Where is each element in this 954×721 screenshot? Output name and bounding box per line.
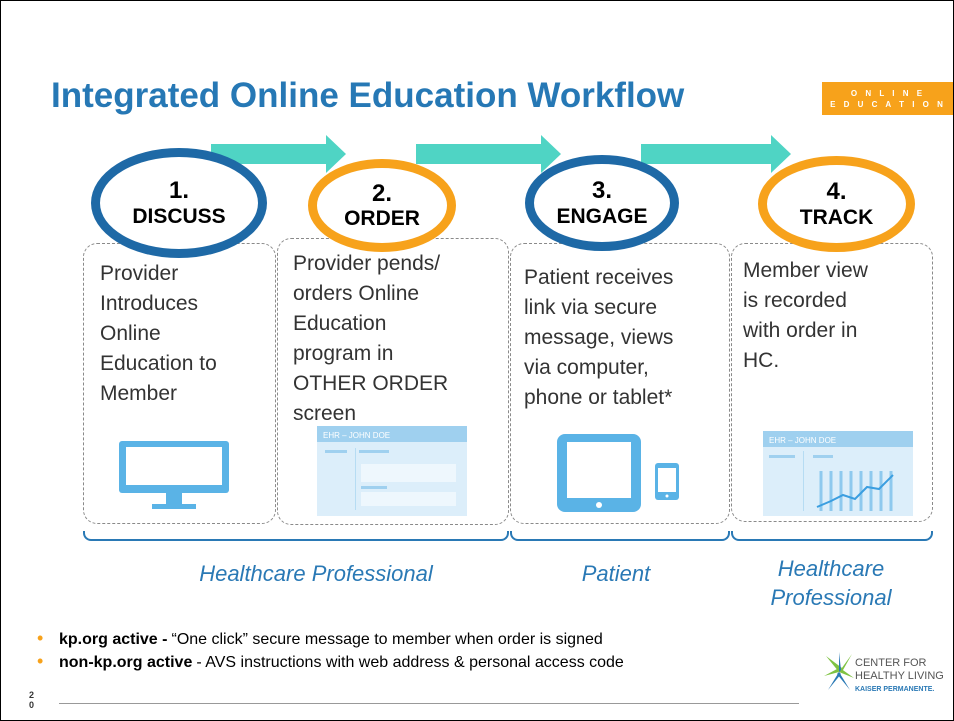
step-ring-discuss: 1. DISCUSS (91, 148, 267, 258)
description-line: Member view (743, 259, 868, 282)
logo-text: CENTER FOR HEALTHY LIVING (855, 657, 944, 683)
description-line: OTHER ORDER (293, 372, 449, 395)
online-education-badge: O N L I N E E D U C A T I O N (822, 82, 953, 115)
description-line: orders Online (293, 282, 420, 305)
step-label: ENGAGE (556, 204, 648, 228)
ehr-track-screen-label: EHR – JOHN DOE (769, 436, 836, 445)
badge-line-2: E D U C A T I O N (830, 99, 946, 109)
slide-title: Integrated Online Education Workflow (51, 76, 685, 115)
step-ring-track: 4. TRACK (758, 156, 915, 252)
description-line: link via secure (524, 296, 658, 319)
description-line: phone or tablet* (524, 386, 673, 409)
group-brace-healthcare-professional (83, 531, 509, 541)
group-label-healthcare-professional: Healthcare Professional (199, 561, 433, 586)
description-line: screen (293, 402, 357, 425)
center-for-healthy-living-logo: CENTER FOR HEALTHY LIVING KAISER PERMANE… (822, 644, 952, 712)
description-line: is recorded (743, 289, 847, 312)
logo-line: HEALTHY LIVING (855, 670, 944, 682)
description-line: Member (100, 382, 178, 405)
bullet-item: • non-kp.org active - AVS instructions w… (37, 651, 624, 674)
description-line: program in (293, 342, 394, 365)
group-label-patient: Patient (581, 561, 651, 586)
arrow-order-to-engage (416, 135, 561, 173)
step-label: DISCUSS (132, 204, 226, 228)
description-line: Introduces (100, 292, 199, 315)
monitor-icon (119, 441, 229, 509)
bullet-text: “One click” secure message to member whe… (171, 631, 603, 648)
description-line: Provider (100, 262, 179, 285)
step-number: 4. (826, 178, 847, 206)
description-line: Online (100, 322, 161, 345)
step-ring-order: 2. ORDER (308, 159, 456, 252)
bullet-list: • kp.org active - “One click” secure mes… (37, 628, 624, 674)
description-line: Education to (100, 352, 217, 375)
bullet-bold: kp.org active - (59, 631, 168, 648)
bullet-dot-icon: • (37, 628, 44, 648)
bullet-dot-icon: • (37, 651, 44, 671)
step-description-track: Member view is recorded with order in HC… (743, 256, 868, 376)
description-line: with order in (743, 319, 858, 342)
page-number-digit: 0 (29, 700, 35, 710)
arrow-discuss-to-order (211, 135, 346, 173)
bullet-text: - AVS instructions with web address & pe… (196, 654, 624, 671)
kaiser-permanente-wordmark: KAISER PERMANENTE. (855, 686, 935, 693)
description-line: Patient receives (524, 266, 674, 289)
step-description-order: Provider pends/ orders Online Education … (293, 249, 448, 429)
tablet-phone-icon (557, 434, 679, 512)
ehr-screen-icon: EHR – JOHN DOE (317, 426, 467, 516)
group-label-healthcare-professional-2: Healthcare Professional (741, 554, 921, 612)
step-number: 1. (168, 177, 189, 205)
footer-divider (59, 703, 799, 704)
badge-line-1: O N L I N E (850, 88, 926, 98)
step-description-engage: Patient receives link via secure message… (524, 263, 673, 413)
bullet-item: • kp.org active - “One click” secure mes… (37, 628, 624, 651)
ehr-chart-icon: EHR – JOHN DOE (763, 431, 913, 516)
step-ring-engage: 3. ENGAGE (525, 155, 679, 251)
ehr-order-screen-label: EHR – JOHN DOE (323, 431, 390, 440)
step-number: 3. (591, 177, 612, 205)
bullet-bold: non-kp.org active (59, 654, 193, 671)
group-label-line: Healthcare (777, 556, 885, 581)
description-line: via computer, (524, 356, 649, 379)
starburst-logo-icon (824, 652, 854, 690)
group-brace-healthcare-professional-2 (731, 531, 933, 541)
page-number-digit: 2 (29, 690, 35, 700)
step-label: TRACK (799, 205, 874, 229)
step-label: ORDER (344, 207, 420, 231)
description-line: message, views (524, 326, 674, 349)
group-brace-patient (510, 531, 730, 541)
step-number: 2. (371, 179, 392, 207)
step-description-discuss: Provider Introduces Online Education to … (100, 259, 217, 409)
description-line: HC. (743, 349, 780, 372)
description-line: Provider pends/ (293, 252, 441, 275)
group-label-line: Professional (770, 585, 892, 610)
page-number: 2 0 (29, 690, 35, 710)
logo-line: CENTER FOR (855, 657, 927, 669)
arrow-engage-to-track (641, 135, 791, 173)
description-line: Education (293, 312, 387, 335)
